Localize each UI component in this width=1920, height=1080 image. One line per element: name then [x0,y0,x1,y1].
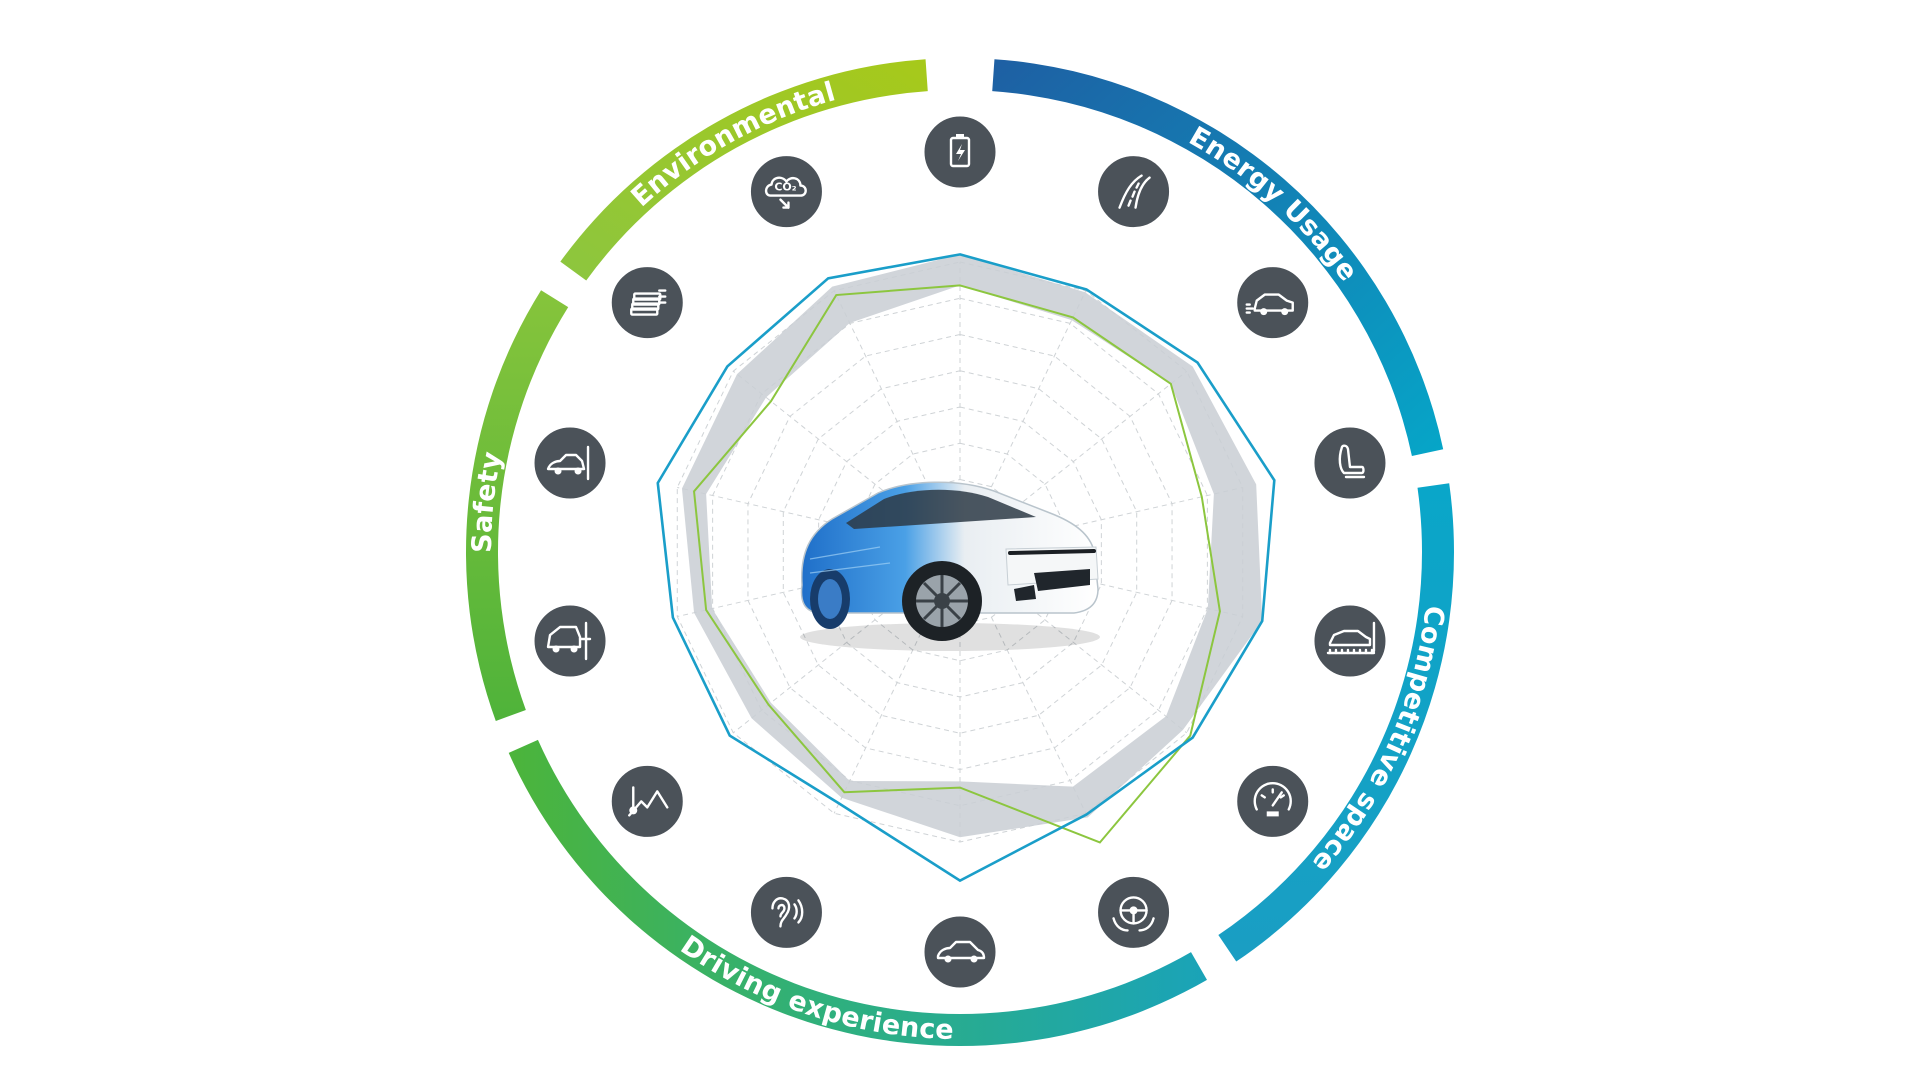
series-green-line [693,284,1221,844]
vehicle-illustration [800,481,1100,651]
thermometer-mountain-icon [608,762,686,840]
money-stack-icon [608,264,686,342]
co2-cloud-icon: CO₂ [747,153,825,231]
ev-charging-car-icon [1234,264,1312,342]
car-seat-icon [1311,424,1389,502]
car-silhouette-icon [921,913,999,991]
road-icon [1095,153,1173,231]
label-driving: Driving experience [675,930,954,1046]
category-ring [466,59,1454,1046]
car-side-crash-icon [531,602,609,680]
label-safety: Safety [467,449,508,553]
metric-icons: CO₂ [531,113,1389,991]
car-dimension-ruler-icon [1311,602,1389,680]
radar-ring [853,442,1067,662]
radar-series [656,253,1276,883]
battery-icon [921,113,999,191]
car-front-crash-icon [531,424,609,502]
segment-energy [992,59,1444,456]
rear-wheel [810,569,850,629]
steering-wheel-hands-icon [1095,873,1173,951]
co2-label: CO₂ [774,181,796,194]
front-wheel [902,561,982,641]
label-energy: Energy Usage [1184,121,1364,287]
speedometer-icon [1234,762,1312,840]
segment-environmental [560,59,928,281]
hearing-ear-icon [747,873,825,951]
segment-space [1218,483,1454,962]
series-blue-line [656,253,1276,883]
segment-safety [466,290,569,721]
